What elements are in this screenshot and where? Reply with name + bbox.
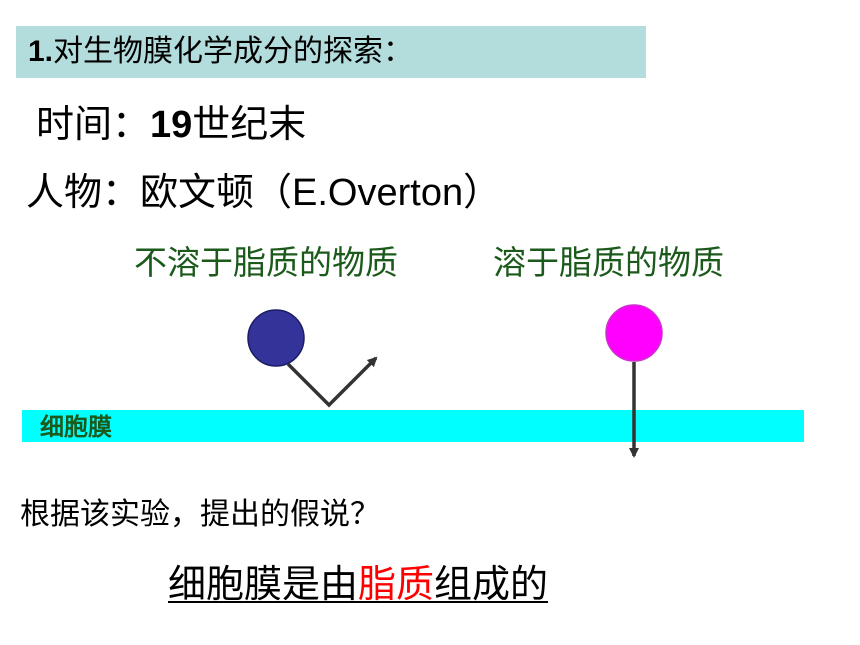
person-label: 人物： [26, 170, 141, 214]
insoluble-substance-label: 不溶于脂质的物质 [134, 243, 398, 282]
conclusion-before: 细胞膜是由 [168, 562, 359, 606]
person-latin: （E.Overton） [254, 172, 502, 214]
conclusion-text: 细胞膜是由脂质组成的 [168, 558, 548, 610]
time-line: 时间：19世纪末 [36, 98, 306, 151]
conclusion-after: 组成的 [434, 562, 549, 606]
question-text: 根据该实验，提出的假说？ [20, 497, 380, 532]
time-label: 时间： [36, 102, 151, 146]
membrane-label: 细胞膜 [40, 413, 112, 441]
person-line: 人物：欧文顿（E.Overton） [26, 166, 501, 219]
insoluble-substance-ball [247, 309, 305, 367]
conclusion-highlight: 脂质 [358, 562, 435, 606]
title-bar [16, 26, 646, 78]
reflect-arrow [286, 356, 378, 408]
person-name: 欧文顿 [140, 170, 255, 214]
cell-membrane [22, 410, 804, 442]
time-suffix: 世纪末 [192, 102, 307, 146]
title-number: 1. [28, 35, 54, 68]
title-text: 对生物膜化学成分的探索： [53, 34, 414, 69]
soluble-substance-label: 溶于脂质的物质 [493, 243, 724, 282]
soluble-substance-ball [605, 304, 663, 362]
slide-title: 1.对生物膜化学成分的探索： [28, 30, 413, 74]
time-year: 19 [150, 104, 193, 146]
